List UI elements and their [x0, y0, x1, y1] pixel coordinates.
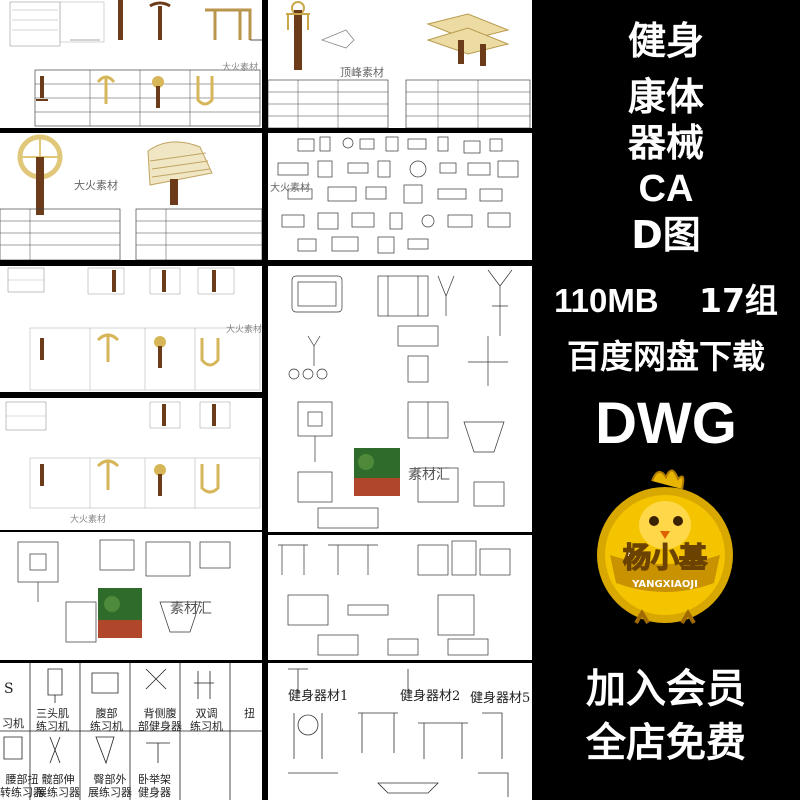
watermark-text: 大火素材 — [270, 183, 310, 194]
file-size-label: 110MB — [554, 282, 659, 319]
watermark-text: 顶峰素材 — [340, 66, 384, 79]
foundation-details-drawing-2 — [17, 539, 231, 643]
watermark-text: 大火素材 — [226, 325, 262, 335]
grid-label: 习机 — [2, 717, 24, 730]
set-count-label: 17组 — [698, 281, 778, 320]
grid-label: 背侧腹 部健身器 — [138, 707, 182, 733]
grid-label: 腹部 练习机 — [90, 707, 123, 733]
sheet-equipment-table-3: 大火素材 — [0, 133, 262, 260]
equipment-table-drawing-2 — [268, 1, 531, 128]
sheet-equipment-name-grid: S 习机 三头肌 练习机 腹部 练习机 背侧腹 部健身器 双调 练习机 扭 腰部… — [0, 663, 262, 800]
sheet-label-equip1: 健身器材1 — [288, 689, 349, 704]
watermark-text: 素材汇 — [170, 601, 212, 617]
equipment-elevations-drawing — [7, 267, 261, 391]
drawing-collage: 大火素材 顶峰素材 — [0, 0, 532, 800]
size-count-line: 110MB 17组 — [532, 280, 800, 322]
promo-line-2: 全店免费 — [586, 720, 746, 766]
equipment-table-drawing-3 — [0, 134, 262, 260]
download-label: 百度网盘下载 — [567, 337, 765, 376]
title-line-2: 康体 — [627, 75, 704, 119]
grid-label: 臀部外 展练习器 — [88, 773, 132, 799]
watermark-text: 素材汇 — [408, 467, 450, 483]
grid-label: 髋部伸 展练习器 — [36, 773, 80, 799]
sheet-equipment-labels: 健身器材1 健身器材2 健身器材5 — [268, 663, 532, 800]
title-line-3: 器械 — [627, 121, 704, 165]
title-line-5: D图 — [631, 213, 701, 257]
title-line-1: 健身 — [627, 19, 704, 63]
promo-sidebar: 健身 康体 器械 CA D图 110MB 17组 百度网盘下载 DWG 杨小基 … — [532, 0, 800, 800]
grid-label: S — [4, 681, 14, 697]
equipment-lines-drawing — [278, 540, 511, 656]
sheet-equipment-table-4: 大火素材 — [0, 398, 262, 530]
foundation-details-drawing-1 — [297, 401, 505, 529]
sheet-cad-elements-1: 大火素材 — [268, 133, 532, 260]
grid-label: 扭 — [244, 707, 255, 720]
title-line-4: CA — [638, 168, 694, 210]
logo-brand-cn: 杨小基 — [623, 541, 707, 574]
grid-label: 卧举架 健身器 — [138, 773, 171, 799]
sheet-foundation-details-1: 素材汇 — [268, 392, 532, 532]
promo-line-1: 加入会员 — [586, 666, 746, 712]
sheet-equipment-table-2: 顶峰素材 — [268, 0, 532, 128]
cad-elements-drawing-1 — [277, 136, 519, 254]
sheet-equipment-elevations: 大火素材 — [0, 266, 262, 392]
grid-label: 腰部扭 转练习器 — [0, 773, 44, 799]
watermark-text: 大火素材 — [222, 63, 259, 73]
frame-details-drawing — [288, 269, 513, 386]
watermark-text: 大火素材 — [70, 515, 107, 525]
sheet-equipment-lines — [268, 535, 532, 660]
sheet-label-equip5: 健身器材5 — [470, 691, 531, 706]
sheet-equipment-table-1: 大火素材 — [0, 0, 262, 128]
watermark-text: 大火素材 — [74, 179, 118, 192]
sheet-foundation-details-2: 素材汇 — [0, 532, 262, 660]
equipment-labels-drawing — [288, 668, 509, 797]
equipment-table-drawing-4 — [5, 401, 261, 509]
logo-brand-en: YANGXIAOJI — [631, 579, 698, 590]
format-label: DWG — [595, 391, 737, 456]
equipment-table-drawing-1 — [9, 0, 262, 127]
sheet-label-equip2: 健身器材2 — [400, 689, 461, 704]
yangxiaoji-logo: 杨小基 YANGXIAOJI — [597, 469, 733, 625]
equipment-name-grid-drawing — [0, 663, 262, 800]
grid-label: 三头肌 练习机 — [36, 707, 69, 733]
sheet-frame-details — [268, 266, 532, 392]
grid-label: 双调 练习机 — [190, 707, 223, 733]
